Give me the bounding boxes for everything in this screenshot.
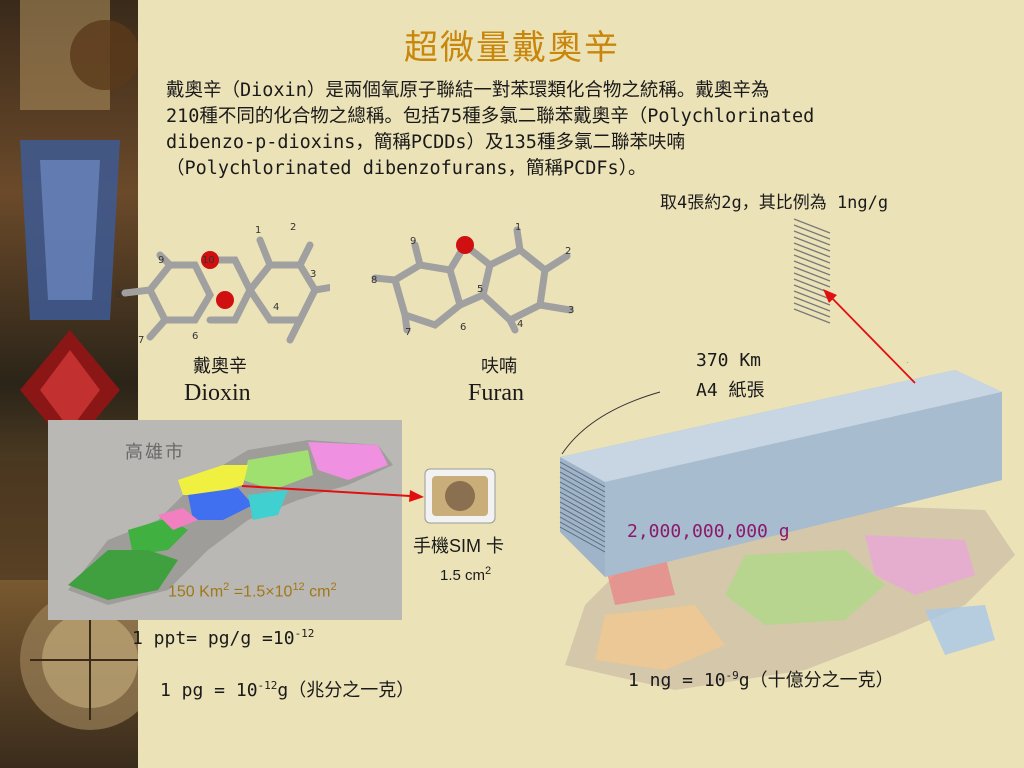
paper-stack-box (559, 362, 1002, 577)
area-text: cm (304, 583, 331, 601)
atom-number: 2 (290, 222, 296, 233)
small-paper-stack (793, 218, 831, 324)
intro-line: （Polychlorinated dibenzofurans，簡稱PCDFs）。 (166, 158, 647, 179)
ng-tail: g（十億分之一克） (738, 670, 894, 691)
stack-to-sample-arrow (823, 289, 916, 384)
atom-number: 7 (405, 327, 411, 338)
dioxin-label-en: Dioxin (184, 380, 251, 406)
furan-label-cn: 呋喃 (481, 356, 517, 377)
ppt-text: 1 ppt= pg/g =10 (132, 628, 295, 649)
atom-number: 6 (192, 331, 198, 342)
slide-title: 超微量戴奧辛 (404, 28, 620, 68)
atom-number: 4 (273, 302, 279, 313)
intro-paragraph: 戴奧辛（Dioxin）是兩個氧原子聯結一對苯環類化合物之統稱。戴奧辛為 210種… (166, 78, 986, 182)
stack-length: 370 Km (696, 350, 762, 371)
atom-number: 3 (568, 305, 574, 316)
area-exp: 12 (292, 581, 305, 593)
sim-size-text: 1.5 cm (440, 567, 486, 584)
atom-number: 1 (255, 225, 261, 236)
atom-number: 8 (115, 289, 121, 300)
furan-molecule: 1 2 3 4 5 6 7 8 9 (371, 222, 574, 338)
atom-number: 9 (158, 255, 164, 266)
pg-exp: -12 (257, 679, 278, 692)
stack-mass: 2,000,000,000 g (627, 521, 790, 542)
atom-number: 1 (515, 222, 521, 233)
atom-number: 7 (138, 335, 144, 346)
intro-line: 戴奧辛（Dioxin）是兩個氧原子聯結一對苯環類化合物之統稱。戴奧辛為 (166, 80, 770, 101)
sim-card-size: 1.5 cm2 (440, 565, 491, 584)
map-to-sim-arrow (241, 485, 424, 502)
atom-number: 9 (410, 236, 416, 247)
furan-label-en: Furan (468, 380, 524, 406)
ng-exp: -9 (725, 669, 739, 682)
dioxin-label-cn: 戴奧辛 (193, 356, 247, 377)
area-text: 150 Km (168, 583, 224, 601)
ng-definition: 1 ng = 10-9g（十億分之一克） (628, 666, 894, 692)
pg-tail: g（兆分之一克） (277, 680, 415, 701)
intro-line: dibenzo-p-dioxins，簡稱PCDDs）及135種多氯二聯苯呋喃 (166, 132, 685, 153)
intro-line: 210種不同的化合物之總稱。包括75種多氯二聯苯戴奧辛（Polychlorina… (166, 106, 815, 127)
city-label: 高雄市 (125, 442, 185, 463)
sim-size-exp: 2 (485, 565, 492, 577)
atom-number: 5 (477, 284, 483, 295)
dioxin-molecule: 1 2 3 4 6 7 8 9 10 (115, 222, 330, 346)
atom-number: 3 (310, 269, 316, 280)
area-exp: 2 (330, 581, 337, 593)
atom-number: 8 (371, 275, 377, 286)
stack-paper-type: A4 紙張 (696, 380, 765, 401)
area-exp: 2 (223, 581, 230, 593)
decorative-sidebar (0, 0, 138, 768)
oxygen-atom (216, 291, 234, 309)
atom-number: 10 (202, 255, 215, 266)
atom-number: 4 (517, 319, 523, 330)
pg-definition: 1 pg = 10-12g（兆分之一克） (160, 676, 414, 702)
area-text: =1.5×10 (229, 583, 293, 601)
sample-note: 取4張約2g，其比例為 1ng/g (660, 193, 889, 213)
atom-number: 6 (460, 322, 466, 333)
atom-number: 2 (565, 246, 571, 257)
kaohsiung-map (48, 420, 402, 620)
ppt-definition: 1 ppt= pg/g =10-12 (132, 627, 314, 649)
sim-card-image (424, 468, 496, 524)
sidebar-artwork (0, 0, 138, 730)
map-regions (68, 440, 393, 605)
ppt-exp: -12 (294, 627, 315, 640)
sim-card-label: 手機SIM 卡 (413, 536, 505, 556)
oxygen-atom (456, 236, 474, 254)
area-equation: 150 Km2 =1.5×1012 cm2 (168, 581, 337, 601)
ng-text: 1 ng = 10 (628, 670, 726, 691)
pg-text: 1 pg = 10 (160, 680, 258, 701)
oxygen-atom (201, 251, 219, 269)
